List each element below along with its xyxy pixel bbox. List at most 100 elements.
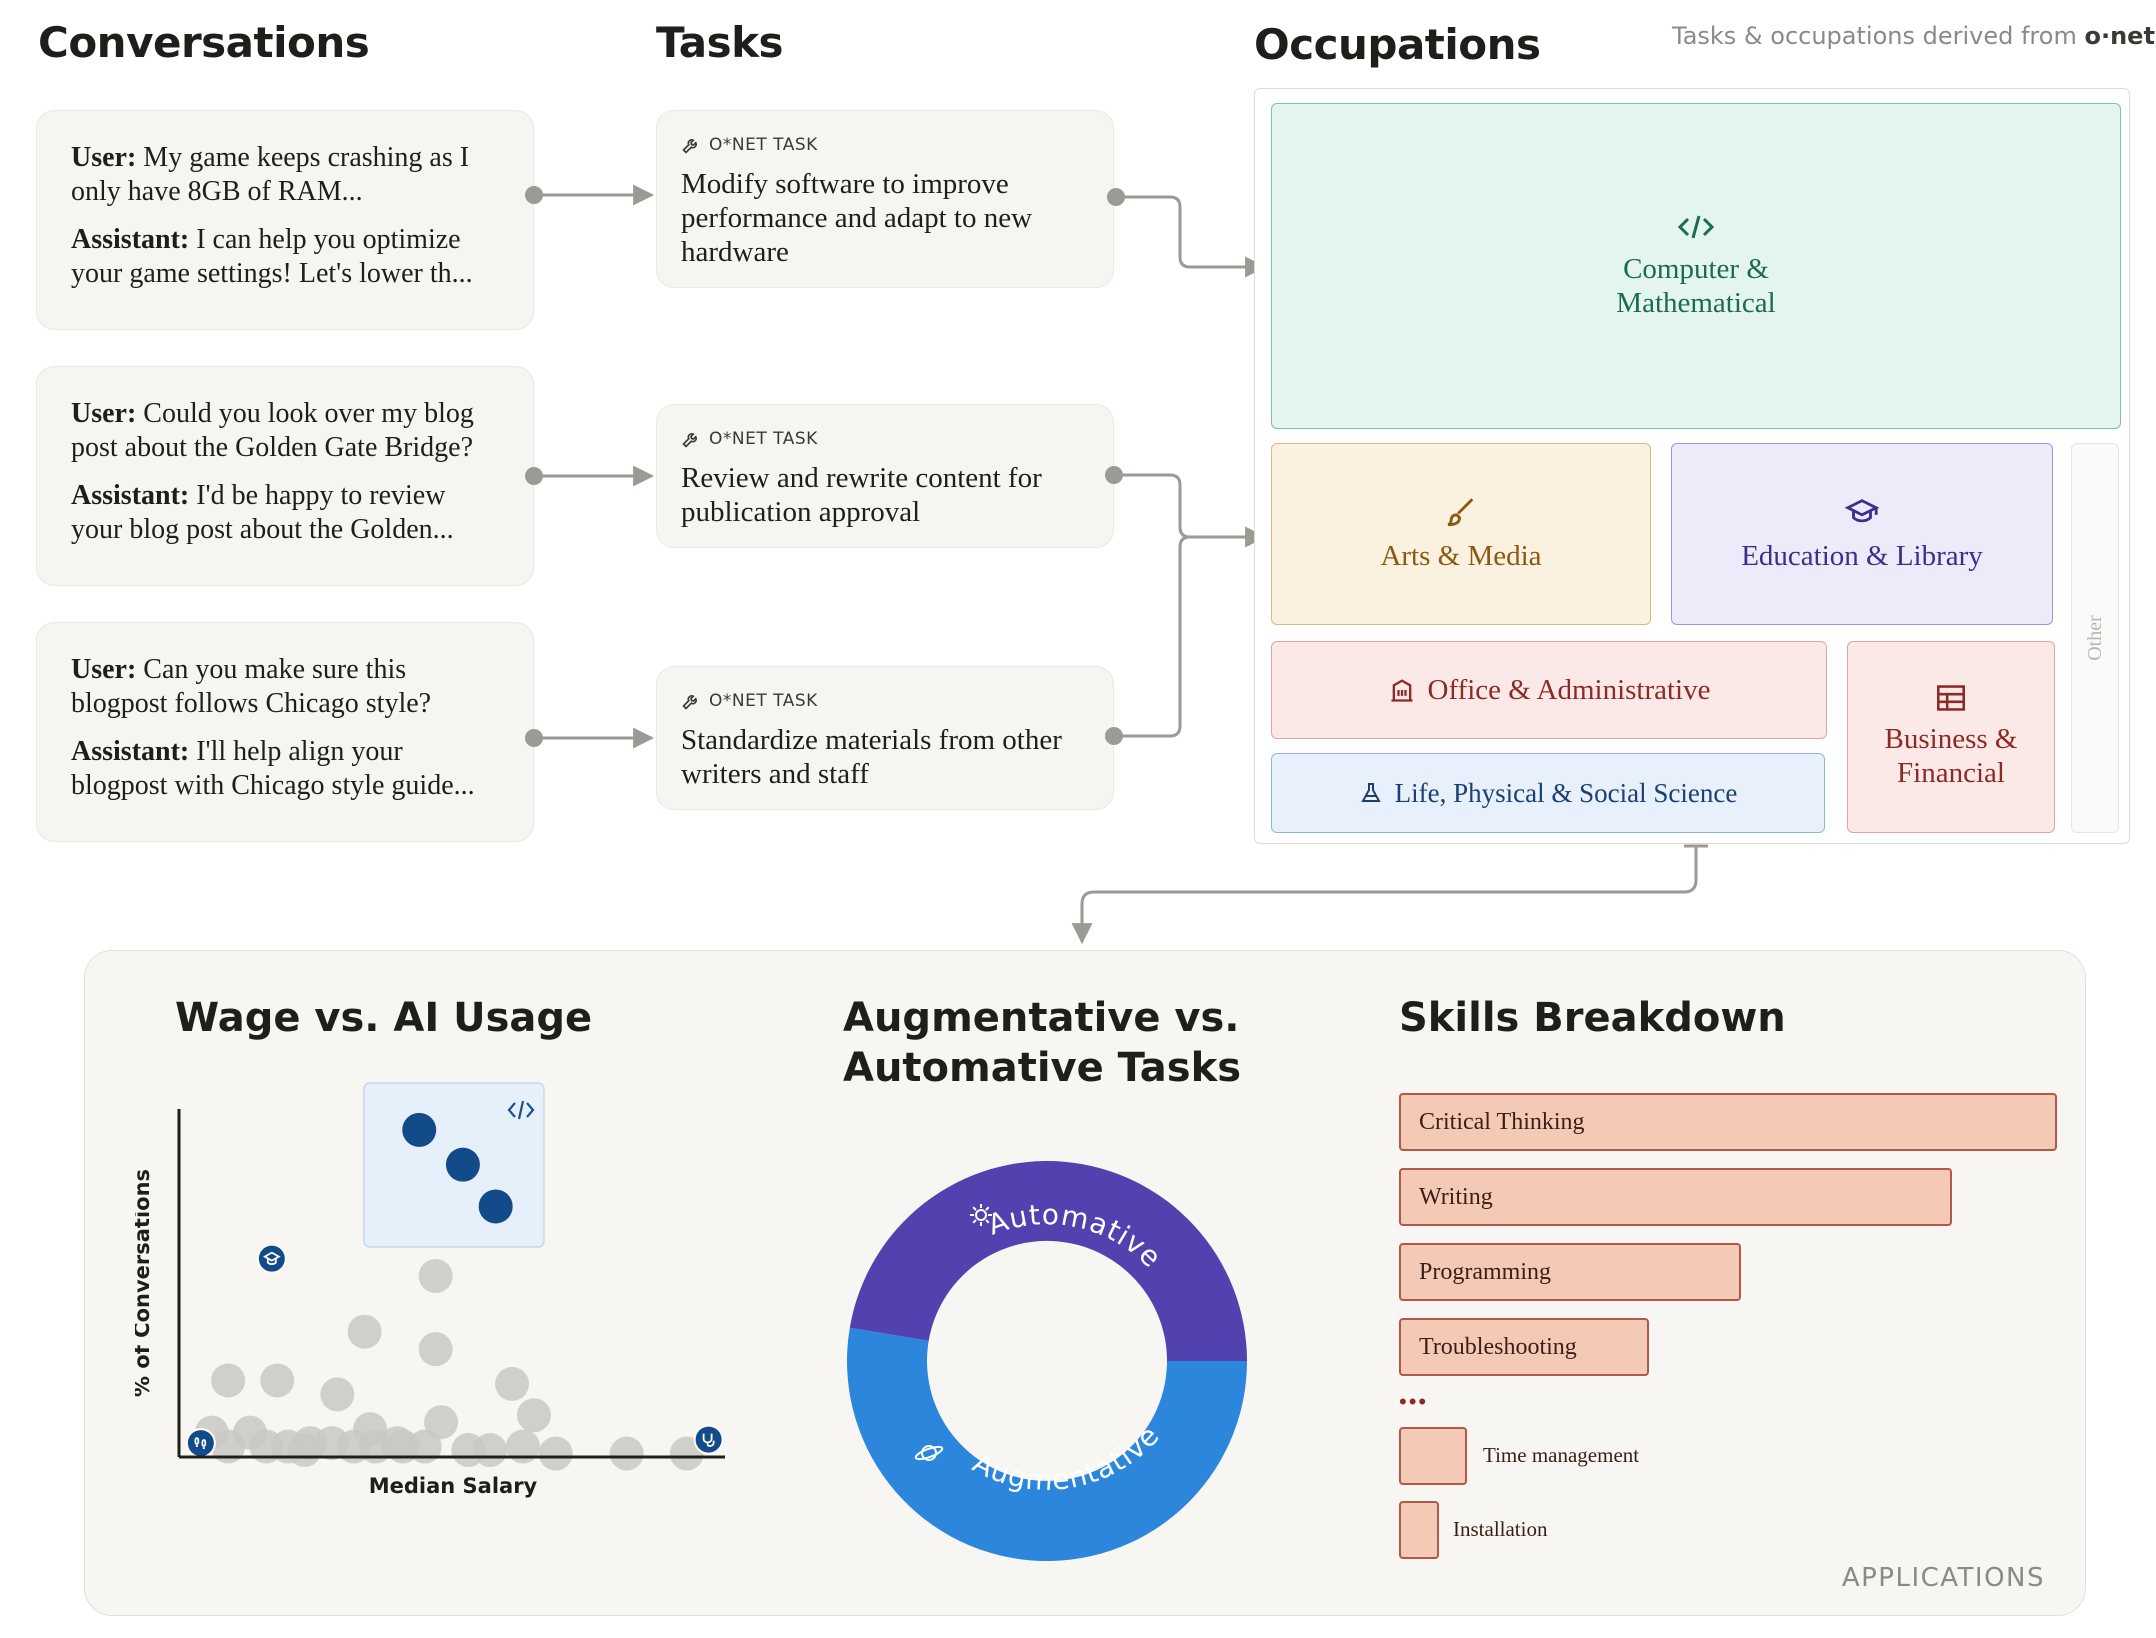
skill-label: Writing bbox=[1419, 1183, 1493, 1210]
skill-label-installation: Installation bbox=[1453, 1517, 1548, 1541]
augmentative-automative-donut: Automative Augmentative bbox=[847, 1161, 1247, 1562]
attribution-text: Tasks & occupations derived from bbox=[1672, 22, 2077, 50]
scatter-point bbox=[320, 1377, 355, 1412]
wage-scatter-chart: Median Salary % of Conversations bbox=[135, 1082, 725, 1498]
occupation-computer-mathematical[interactable]: Computer & Mathematical bbox=[1271, 103, 2121, 429]
skills-ellipsis: ••• bbox=[1399, 1389, 1429, 1414]
scatter-point bbox=[495, 1366, 530, 1401]
scatter-point bbox=[380, 1426, 415, 1461]
assistant-label: Assistant: bbox=[71, 224, 190, 255]
onet-logo: o·net bbox=[2084, 22, 2155, 50]
wrench-icon bbox=[682, 695, 697, 710]
highlight-point bbox=[445, 1147, 480, 1182]
skill-label: Troubleshooting bbox=[1419, 1333, 1577, 1360]
skill-bar-programming: Programming bbox=[1399, 1243, 1741, 1301]
scatter-point bbox=[609, 1436, 644, 1471]
conversation-card-1: User: My game keeps crashing as I only h… bbox=[36, 110, 534, 330]
occupations-title: Occupations bbox=[1254, 20, 1541, 69]
task-label: O*NET TASK bbox=[681, 429, 1089, 449]
applications-label: APPLICATIONS bbox=[1841, 1563, 2045, 1593]
occupation-education-library[interactable]: Education & Library bbox=[1671, 443, 2053, 625]
connector-task-occ-2 bbox=[1114, 473, 1267, 548]
occupation-label: Other bbox=[2083, 615, 2106, 661]
augment-title-line1: Augmentative vs. bbox=[843, 995, 1240, 1041]
occupation-life-physical-social-science[interactable]: Life, Physical & Social Science bbox=[1271, 753, 1825, 833]
occupation-other[interactable]: Other bbox=[2071, 443, 2119, 833]
tasks-title: Tasks bbox=[656, 18, 784, 67]
assistant-label: Assistant: bbox=[71, 480, 190, 511]
user-message: My game keeps crashing as I only have 8G… bbox=[71, 142, 470, 207]
connector-task-occ-1 bbox=[1116, 195, 1267, 278]
user-message: Could you look over my blog post about t… bbox=[71, 398, 474, 463]
occupation-label: Office & Administrative bbox=[1427, 674, 1711, 706]
scatter-point bbox=[260, 1363, 295, 1398]
task-text: Review and rewrite content for publicati… bbox=[681, 462, 1042, 528]
skill-bar-writing: Writing bbox=[1399, 1168, 1952, 1226]
applications-panel: Wage vs. AI Usage Augmentative vs. Autom… bbox=[84, 950, 2086, 1616]
task-text: Standardize materials from other writers… bbox=[681, 724, 1062, 790]
wrench-icon bbox=[682, 433, 697, 448]
task-label-text: O*NET TASK bbox=[709, 135, 818, 155]
occupation-label: Life, Physical & Social Science bbox=[1394, 778, 1738, 808]
assistant-message: I'd be happy to review your blog post ab… bbox=[71, 480, 454, 545]
graduation-cap-icon bbox=[1844, 499, 1880, 523]
task-label: O*NET TASK bbox=[681, 691, 1089, 711]
scatter-point bbox=[418, 1259, 453, 1294]
skill-bar-time-management bbox=[1399, 1427, 1467, 1485]
assistant-message: I can help you optimize your game settin… bbox=[71, 224, 473, 289]
automative-segment bbox=[849, 1161, 1247, 1361]
stethoscope-icon bbox=[693, 1424, 724, 1455]
flask-icon bbox=[1360, 783, 1381, 802]
skill-bar-critical-thinking: Critical Thinking bbox=[1399, 1093, 2057, 1151]
occupation-label-line1: Computer & bbox=[1623, 253, 1769, 285]
occupation-label-line1: Business & bbox=[1884, 723, 2018, 755]
assistant-label: Assistant: bbox=[71, 736, 190, 767]
onet-attribution: Tasks & occupations derived from o·net bbox=[1672, 22, 2155, 50]
brush-icon bbox=[1447, 498, 1474, 527]
scatter-point bbox=[538, 1436, 573, 1471]
occupation-label: Arts & Media bbox=[1380, 540, 1542, 572]
scatter-point bbox=[516, 1398, 551, 1433]
task-label-text: O*NET TASK bbox=[709, 429, 818, 449]
footprints-icon bbox=[185, 1428, 216, 1459]
graduation-cap-icon bbox=[256, 1243, 287, 1274]
connector-occ-applications bbox=[1071, 846, 1698, 945]
code-icon bbox=[1677, 215, 1715, 239]
wrench-icon bbox=[682, 139, 697, 154]
occupation-label-line2: Financial bbox=[1897, 757, 2005, 789]
conversation-card-2: User: Could you look over my blog post a… bbox=[36, 366, 534, 586]
gear-icon bbox=[970, 1204, 992, 1226]
skill-bar-troubleshooting: Troubleshooting bbox=[1399, 1318, 1649, 1376]
ledger-icon bbox=[1937, 685, 1965, 711]
skill-bar-installation bbox=[1399, 1501, 1439, 1559]
occupation-office-administrative[interactable]: Office & Administrative bbox=[1271, 641, 1827, 739]
skill-label: Programming bbox=[1419, 1258, 1551, 1285]
scatter-point bbox=[407, 1429, 442, 1464]
skill-label-time-management: Time management bbox=[1483, 1443, 1640, 1467]
user-label: User: bbox=[71, 654, 137, 685]
wage-chart-title: Wage vs. AI Usage bbox=[175, 995, 593, 1041]
task-card-3: O*NET TASK Standardize materials from ot… bbox=[656, 666, 1114, 810]
augment-title-line2: Automative Tasks bbox=[843, 1045, 1242, 1091]
highlight-point bbox=[478, 1189, 513, 1224]
highlight-code-icon bbox=[507, 1100, 535, 1120]
assistant-message: I'll help align your blogpost with Chica… bbox=[71, 736, 475, 801]
occupation-arts-media[interactable]: Arts & Media bbox=[1271, 443, 1651, 625]
occupation-business-financial[interactable]: Business & Financial bbox=[1847, 641, 2055, 833]
scatter-point bbox=[347, 1314, 382, 1349]
scatter-point bbox=[211, 1429, 246, 1464]
y-axis-label: % of Conversations bbox=[135, 1169, 154, 1397]
task-text: Modify software to improve performance a… bbox=[681, 168, 1033, 268]
occupation-label: Education & Library bbox=[1741, 540, 1983, 572]
user-label: User: bbox=[71, 142, 137, 173]
scatter-point bbox=[473, 1433, 508, 1468]
conversation-card-3: User: Can you make sure this blogpost fo… bbox=[36, 622, 534, 842]
planet-icon bbox=[914, 1445, 944, 1461]
user-label: User: bbox=[71, 398, 137, 429]
scatter-point bbox=[287, 1433, 322, 1468]
task-card-2: O*NET TASK Review and rewrite content fo… bbox=[656, 404, 1114, 548]
x-axis-label: Median Salary bbox=[369, 1474, 538, 1498]
flow-connectors bbox=[525, 184, 1708, 945]
task-label-text: O*NET TASK bbox=[709, 691, 818, 711]
task-card-1: O*NET TASK Modify software to improve pe… bbox=[656, 110, 1114, 288]
